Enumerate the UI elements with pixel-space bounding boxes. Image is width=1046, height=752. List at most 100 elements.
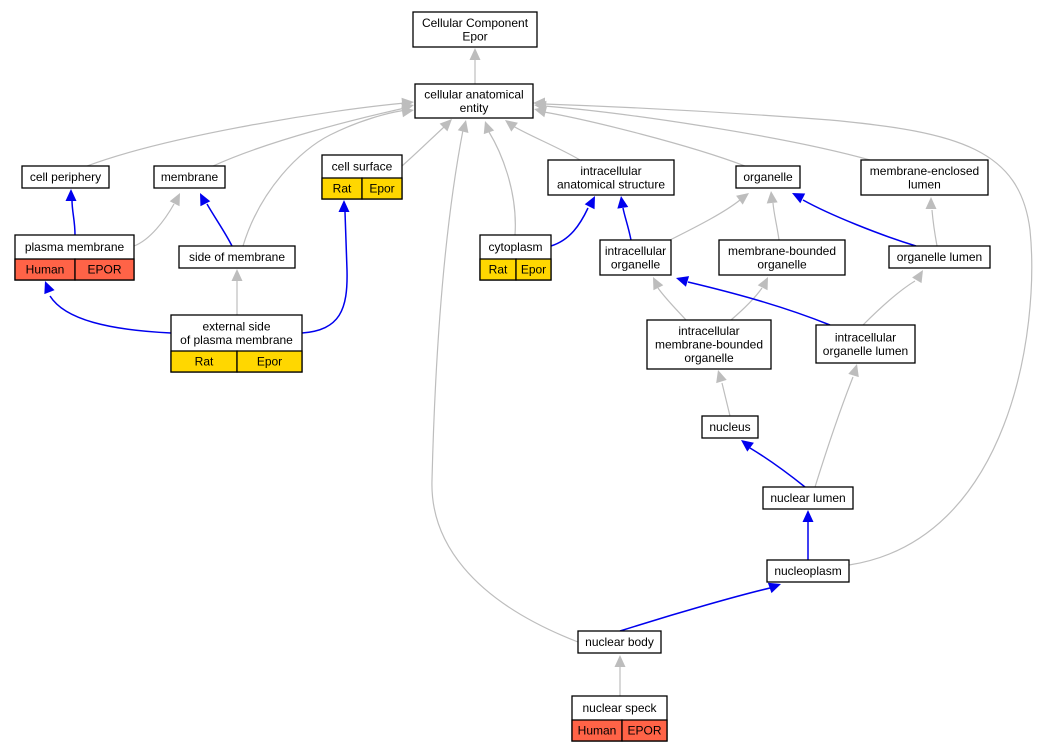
arrow-head (676, 276, 690, 287)
species-cell-label: Epor (257, 355, 282, 369)
node-label: external side (202, 319, 270, 333)
node-label: membrane (161, 170, 219, 184)
node-som[interactable]: side of membrane (178, 245, 296, 269)
edge-pm-to-cellper (65, 189, 77, 236)
node-box (815, 324, 916, 364)
arrow-head (757, 277, 768, 291)
arrow-head (925, 197, 937, 209)
species-cell-rat (236, 350, 303, 373)
arrow-head (169, 193, 180, 207)
node-label: plasma membrane (25, 240, 125, 254)
edge-organelle-to-cae (534, 106, 746, 167)
edge-nb-to-cae (431, 120, 579, 643)
edge-iol-to-ol (862, 270, 923, 326)
edge-espm-to-pm (44, 281, 172, 334)
edge-line (512, 125, 581, 161)
species-cell-label: EPOR (87, 263, 121, 277)
edge-line (622, 207, 632, 241)
node-label: intracellular (835, 330, 896, 344)
edge-som-to-cae (242, 106, 414, 247)
edge-nl-to-iol (814, 364, 859, 488)
arrow-head (505, 120, 518, 132)
edge-line (242, 109, 408, 247)
edge-ol-to-organelle (792, 193, 917, 247)
edge-line (669, 199, 741, 241)
node-np[interactable]: nucleoplasm (766, 559, 850, 583)
edge-line (543, 103, 1033, 566)
arrow-head (338, 200, 350, 212)
node-box (888, 245, 991, 269)
arrow-head (469, 48, 481, 60)
node-box (414, 83, 534, 119)
edge-nb-to-np (619, 582, 781, 632)
species-cell-human (621, 719, 668, 742)
species-cells: Human EPOR (14, 258, 135, 281)
species-cell-human (74, 258, 135, 281)
edge-espm-to-som (231, 269, 243, 315)
edge-imbo-to-io (653, 277, 687, 321)
edge-imbo-to-mbo (730, 277, 768, 321)
edge-cyto-to-cae (483, 121, 516, 236)
node-nl[interactable]: nuclear lumen (762, 486, 854, 510)
edge-io-to-organelle (669, 193, 749, 241)
node-label: organelle (684, 351, 734, 365)
node-label: of plasma membrane (180, 333, 293, 347)
species-cell-label: Rat (333, 182, 352, 196)
edge-line (931, 209, 938, 247)
node-label: cellular anatomical (424, 87, 523, 101)
arrow-head (401, 106, 414, 118)
node-box (178, 245, 296, 269)
node-label: nuclear lumen (770, 491, 845, 505)
arrow-head (653, 277, 664, 291)
edge-nucleus-to-imbo (716, 370, 731, 417)
species-cells: Rat Epor (170, 350, 303, 373)
arrow-head (65, 189, 77, 201)
edge-line (49, 295, 172, 334)
edge-np-to-nl (802, 510, 814, 560)
node-cellper[interactable]: cell periphery (21, 165, 110, 189)
node-label: cytoplasm (488, 240, 542, 254)
node-label: organelle lumen (823, 344, 908, 358)
node-nb[interactable]: nuclear body (577, 630, 662, 654)
edge-cyto-to-ias (550, 196, 595, 247)
edges-layer (44, 48, 1033, 696)
arrow-head (741, 440, 754, 452)
node-box (766, 559, 850, 583)
node-ol[interactable]: organelle lumen (888, 245, 991, 269)
edge-line (814, 376, 854, 488)
node-label: side of membrane (189, 250, 285, 264)
node-membrane[interactable]: membrane (153, 165, 226, 189)
node-box (599, 239, 672, 276)
node-label: organelle (611, 257, 661, 271)
arrow-head (736, 193, 749, 205)
node-nucleus[interactable]: nucleus (701, 415, 759, 439)
species-cell-label: Human (26, 263, 65, 277)
edge-line (86, 102, 406, 167)
species-cell-label: Rat (195, 355, 214, 369)
node-label: nucleus (709, 420, 750, 434)
edge-cae-to-root (469, 48, 481, 84)
arrow-head (802, 510, 814, 522)
edge-cellsurf-to-cae (401, 119, 452, 167)
node-organelle[interactable]: organelle (735, 165, 801, 189)
species-cell-rat (361, 177, 403, 200)
node-label: intracellular (605, 244, 666, 258)
arrow-head (912, 270, 923, 284)
